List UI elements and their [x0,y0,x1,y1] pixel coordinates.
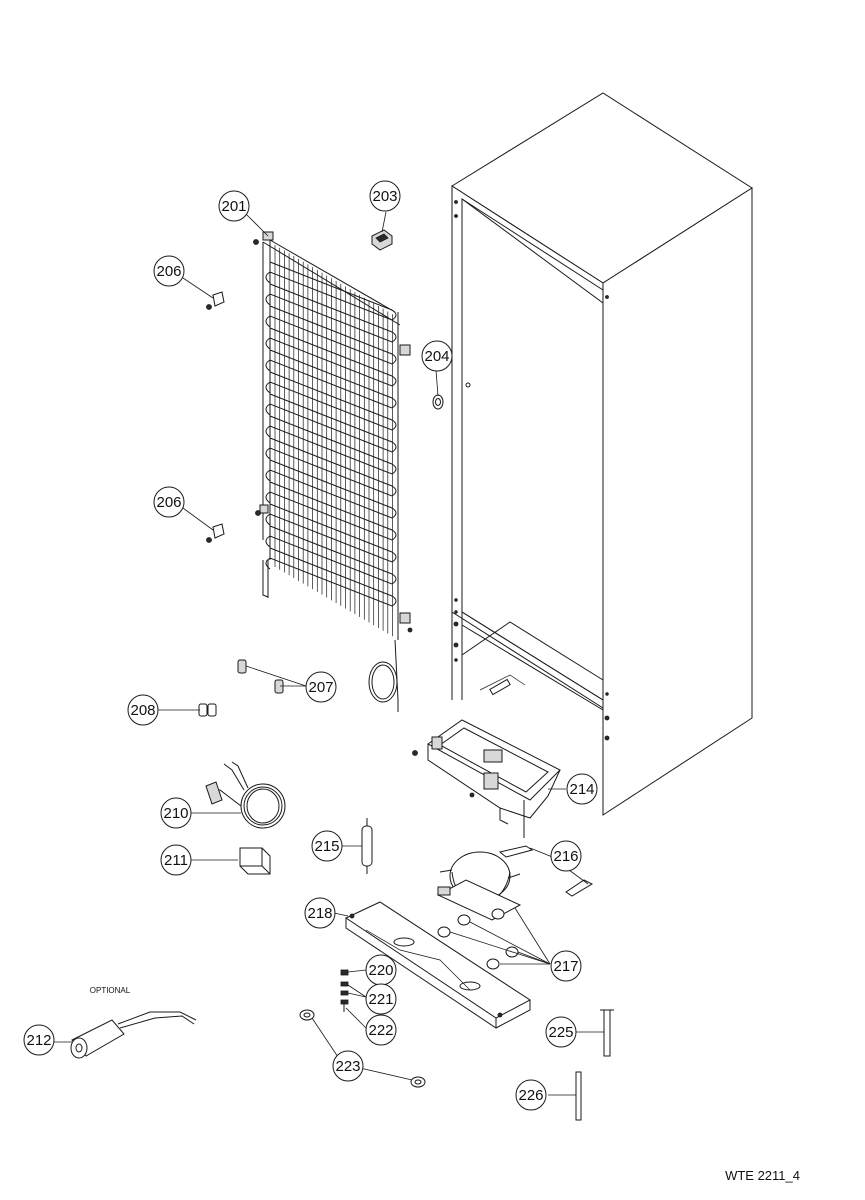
svg-text:211: 211 [164,852,188,869]
condenser-coil [253,231,413,712]
svg-text:225: 225 [548,1024,573,1041]
callout-221: 221 [365,983,397,1015]
svg-text:223: 223 [335,1058,360,1075]
callout-225: 225 [545,1016,577,1048]
callout-211: 211 [160,844,192,876]
svg-text:221: 221 [368,991,393,1008]
callout-216: 216 [550,840,582,872]
part-217-grommets [437,908,519,970]
part-206-bracket-lower [206,523,225,543]
part-211-relay-box [239,847,271,875]
svg-text:210: 210 [163,805,188,822]
svg-text:220: 220 [368,962,393,979]
svg-text:206: 206 [156,263,181,280]
compressor [436,851,522,921]
callout-201: 201 [218,190,250,222]
callout-218: 218 [304,897,336,929]
svg-text:214: 214 [569,781,594,798]
callout-207: 207 [305,671,337,703]
part-206-bracket-upper [206,291,225,310]
part-218-base-plate [344,901,531,1029]
callout-223: 223 [332,1050,364,1082]
part-215-filter-drier [361,818,373,874]
part-216-brackets [498,845,594,897]
part-203-clip [371,229,393,251]
part-223-feet [299,1009,426,1088]
callout-214: 214 [566,773,598,805]
callout-208: 208 [127,694,159,726]
callout-222: 222 [365,1014,397,1046]
part-208-sleeve [198,703,217,717]
svg-text:218: 218 [307,905,332,922]
svg-text:215: 215 [314,838,339,855]
svg-text:201: 201 [221,198,246,215]
svg-text:207: 207 [308,679,333,696]
svg-text:212: 212 [26,1032,51,1049]
svg-text:208: 208 [130,702,155,719]
parts-220-222-fasteners [340,969,349,1012]
part-207-spacers [237,659,284,694]
part-212-capacitor [70,1011,197,1059]
svg-text:222: 222 [368,1022,393,1039]
callout-217: 217 [550,950,582,982]
callout-220: 220 [365,954,397,986]
callout-206-upper: 206 [153,255,185,287]
svg-text:216: 216 [553,848,578,865]
svg-text:217: 217 [553,958,578,975]
svg-text:204: 204 [424,348,449,365]
callout-226: 226 [515,1079,547,1111]
callout-204: 204 [421,340,453,372]
part-210-power-cord [205,761,286,829]
svg-text:206: 206 [156,494,181,511]
part-225-rod [600,1009,614,1057]
callout-212: 212 [23,1024,55,1056]
callout-215: 215 [311,830,343,862]
callout-206-lower: 206 [153,486,185,518]
drawing-code: WTE 2211_4 [725,1168,800,1183]
callout-210: 210 [160,797,192,829]
part-214-drip-tray [412,719,561,838]
svg-text:226: 226 [518,1087,543,1104]
svg-text:203: 203 [372,188,397,205]
cabinet [451,92,753,816]
callout-203: 203 [369,180,401,212]
optional-label: OPTIONAL [90,986,131,995]
part-226-rod [575,1071,582,1121]
part-204-grommet [432,394,444,410]
